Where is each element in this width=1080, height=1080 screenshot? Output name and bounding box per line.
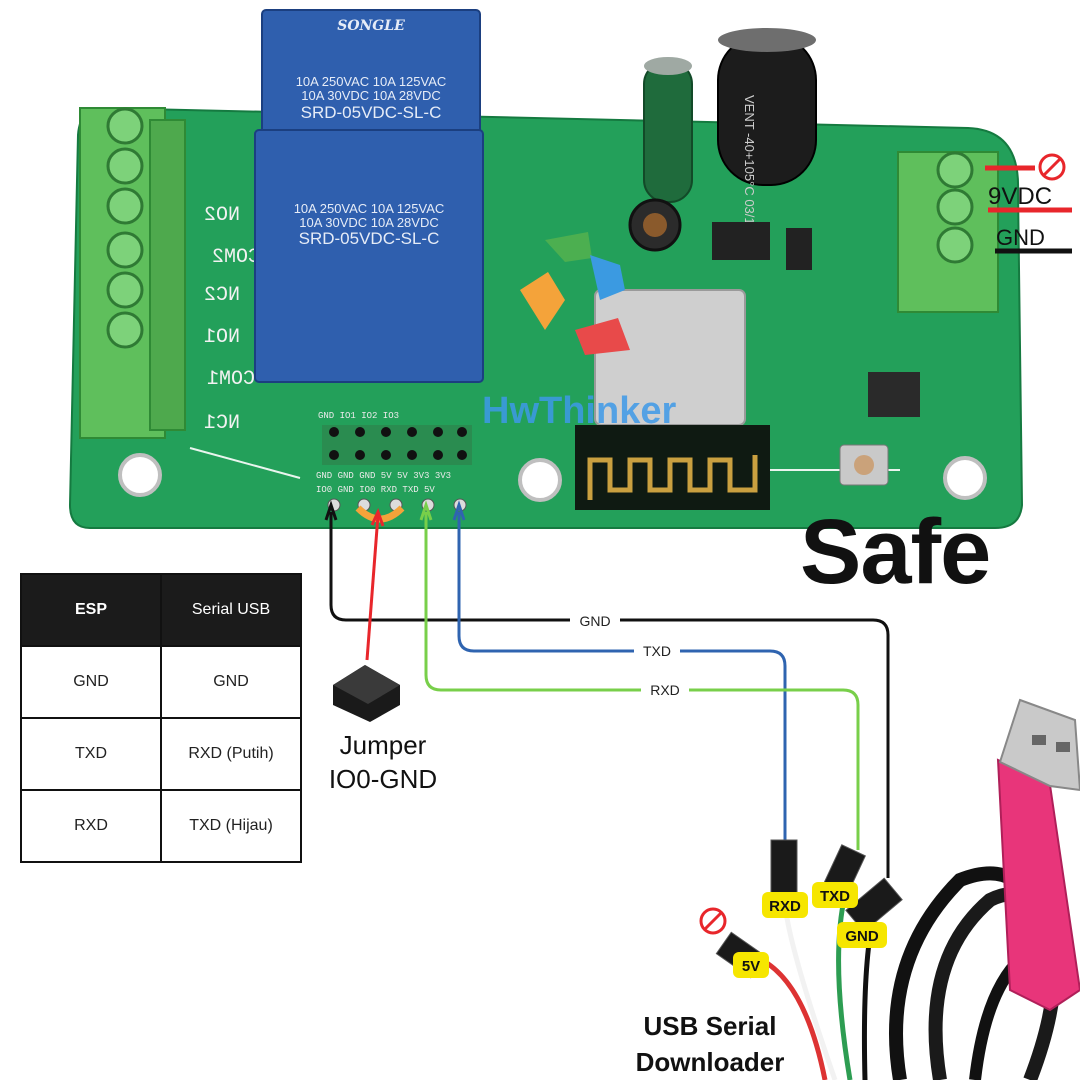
- table-header: Serial USB: [161, 574, 301, 646]
- terminal-label: NO2: [204, 204, 240, 227]
- regulator: [868, 372, 920, 417]
- table-cell: GND: [21, 646, 161, 718]
- gnd-wire-label: GND: [579, 613, 610, 629]
- jumper-label: Jumper IO0-GND: [318, 728, 448, 796]
- relay-model: SRD-05VDC-SL-C: [301, 103, 442, 122]
- header-label: GND IO1 IO2 IO3: [318, 411, 399, 421]
- relay-model: SRD-05VDC-SL-C: [299, 229, 440, 248]
- mount-hole: [520, 460, 560, 500]
- usb-serial-cable: [896, 700, 1080, 1080]
- terminal-label: NC1: [204, 412, 240, 435]
- terminal-label: COM1: [207, 368, 255, 391]
- relay-rating: 10A 250VAC 10A 125VAC: [294, 201, 445, 216]
- safe-label: Safe: [800, 500, 990, 605]
- relay-k1: 10A 250VAC 10A 125VAC 10A 30VDC 10A 28VD…: [255, 130, 483, 382]
- vdc-label: 9VDC: [988, 183, 1052, 210]
- terminal-label: COM2: [212, 246, 260, 269]
- header-label: IO0 GND IO0 RXD TXD 5V: [316, 485, 435, 495]
- relay-rating: 10A 30VDC 10A 28VDC: [301, 88, 440, 103]
- transistor: [786, 228, 812, 270]
- terminal-label: NC2: [204, 284, 240, 307]
- table-header: ESP: [21, 574, 161, 646]
- table-cell: GND: [161, 646, 301, 718]
- table-header-row: ESP Serial USB: [21, 574, 301, 646]
- table-row: GND GND: [21, 646, 301, 718]
- ic-chip: [712, 222, 770, 260]
- table-cell: TXD (Hijau): [161, 790, 301, 862]
- power-wires: 9VDC GND: [985, 155, 1072, 251]
- txd-wire: [459, 512, 785, 845]
- table-cell: RXD (Putih): [161, 718, 301, 790]
- header-label: GND GND GND 5V 5V 3V3 3V3: [316, 471, 451, 481]
- jumper-wire: [367, 515, 378, 660]
- terminal-label: NO1: [204, 326, 240, 349]
- mount-hole: [120, 455, 160, 495]
- relay-rating: 10A 30VDC 10A 28VDC: [299, 215, 438, 230]
- jumper-cap-icon: [333, 665, 400, 722]
- logo-text: HwThinker: [482, 390, 676, 432]
- tag-5v: 5V: [742, 958, 760, 975]
- downloader-label-line2: Downloader: [610, 1044, 810, 1080]
- pin-mapping-table: ESP Serial USB GND GND TXD RXD (Putih) R…: [20, 573, 302, 863]
- jumper-label-line2: IO0-GND: [318, 762, 448, 796]
- mount-hole: [945, 458, 985, 498]
- table-row: RXD TXD (Hijau): [21, 790, 301, 862]
- terminal-block-right: [898, 152, 998, 312]
- capacitor-label: VENT -40+105°C 03/19: [742, 95, 757, 232]
- table-row: TXD RXD (Putih): [21, 718, 301, 790]
- txd-wire-label: TXD: [643, 643, 671, 659]
- downloader-label: USB Serial Downloader: [610, 1008, 810, 1080]
- tag-rxd: RXD: [769, 898, 801, 915]
- power-gnd-label: GND: [996, 225, 1045, 250]
- terminal-block-left: [80, 108, 185, 438]
- relay-brand: SONGLE: [337, 18, 405, 34]
- wire-labels: GND TXD RXD: [570, 611, 689, 699]
- usb-plug: [998, 760, 1080, 1010]
- rxd-wire-label: RXD: [650, 682, 680, 698]
- jumper-label-line1: Jumper: [318, 728, 448, 762]
- tag-gnd: GND: [845, 928, 879, 945]
- relay-rating: 10A 250VAC 10A 125VAC: [296, 74, 447, 89]
- table-cell: RXD: [21, 790, 161, 862]
- table-cell: TXD: [21, 718, 161, 790]
- downloader-label-line1: USB Serial: [610, 1008, 810, 1044]
- tag-txd: TXD: [820, 888, 850, 905]
